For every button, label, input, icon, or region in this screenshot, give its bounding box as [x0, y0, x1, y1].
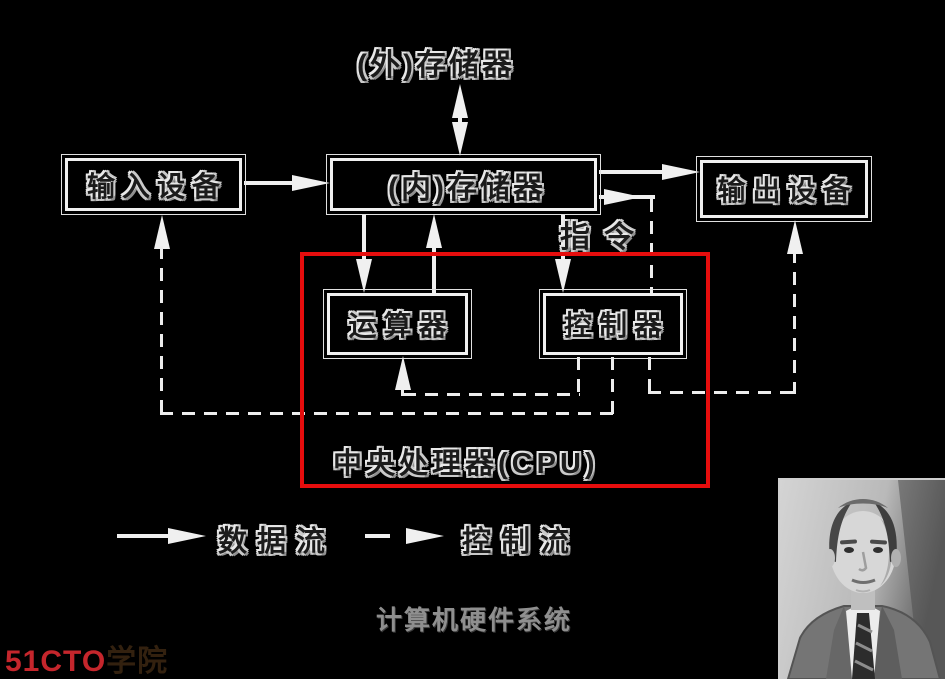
output-device-label: 输出设备	[717, 175, 858, 206]
arrow-head	[395, 356, 411, 390]
dashed-horizontal	[648, 391, 797, 394]
arrow-head	[555, 259, 571, 293]
portrait-image	[780, 480, 945, 679]
dashed-vertical	[648, 357, 651, 394]
input-device-box: 输入设备	[61, 154, 246, 215]
control-unit-box: 控制器	[539, 289, 687, 359]
legend-solid-line	[117, 534, 175, 538]
arrow-head	[662, 164, 700, 180]
dashed-vertical	[793, 250, 796, 394]
arrow-head	[787, 220, 803, 254]
dashed-vertical	[577, 357, 580, 396]
dashed-horizontal	[160, 412, 614, 415]
diagram-caption: 计算机硬件系统	[376, 605, 573, 635]
von-neumann-portrait	[778, 478, 945, 679]
legend-dashed-line	[365, 534, 390, 538]
51cto-logo: 51CTO学院	[5, 636, 168, 679]
arrow-shaft	[458, 113, 462, 127]
arrow-head	[356, 259, 372, 293]
logo-brand-text: 51CTO	[5, 645, 107, 678]
dashed-vertical	[160, 246, 163, 415]
cpu-region-box	[300, 252, 710, 488]
arrow-head	[604, 189, 642, 205]
legend-dashed-arrow-head	[406, 528, 444, 544]
dashed-horizontal	[403, 393, 580, 396]
legend-control-flow-label: 控制流	[462, 526, 580, 558]
external-storage-label: (外)存储器	[357, 49, 515, 82]
input-device-label: 输入设备	[86, 170, 227, 202]
arrow-head	[292, 175, 330, 191]
arrow-shaft	[432, 245, 436, 293]
arrow-head	[154, 215, 170, 249]
cpu-region-label: 中央处理器(CPU)	[333, 448, 599, 480]
arrow-up-head	[452, 84, 468, 118]
control-unit-label: 控制器	[563, 310, 669, 341]
alu-label: 运算器	[348, 310, 454, 341]
legend-solid-arrow-head	[168, 528, 206, 544]
arrow-shaft	[599, 170, 669, 174]
dashed-vertical	[401, 385, 404, 396]
internal-memory-box: (内)存储器	[326, 154, 601, 215]
alu-box: 运算器	[323, 289, 472, 359]
output-device-box: 输出设备	[696, 156, 872, 222]
legend-data-flow-label: 数据流	[218, 526, 336, 558]
instruction-label: 指令	[560, 221, 648, 254]
arrow-head	[426, 214, 442, 248]
arrow-down-head	[452, 122, 468, 156]
dashed-drop	[650, 199, 653, 293]
arrow-shaft	[362, 214, 366, 264]
arrow-shaft	[244, 181, 300, 185]
internal-memory-label: (内)存储器	[388, 171, 546, 205]
dashed-vertical	[611, 357, 614, 415]
arrow-shaft	[561, 214, 565, 264]
logo-suffix-text: 学院	[106, 645, 169, 678]
